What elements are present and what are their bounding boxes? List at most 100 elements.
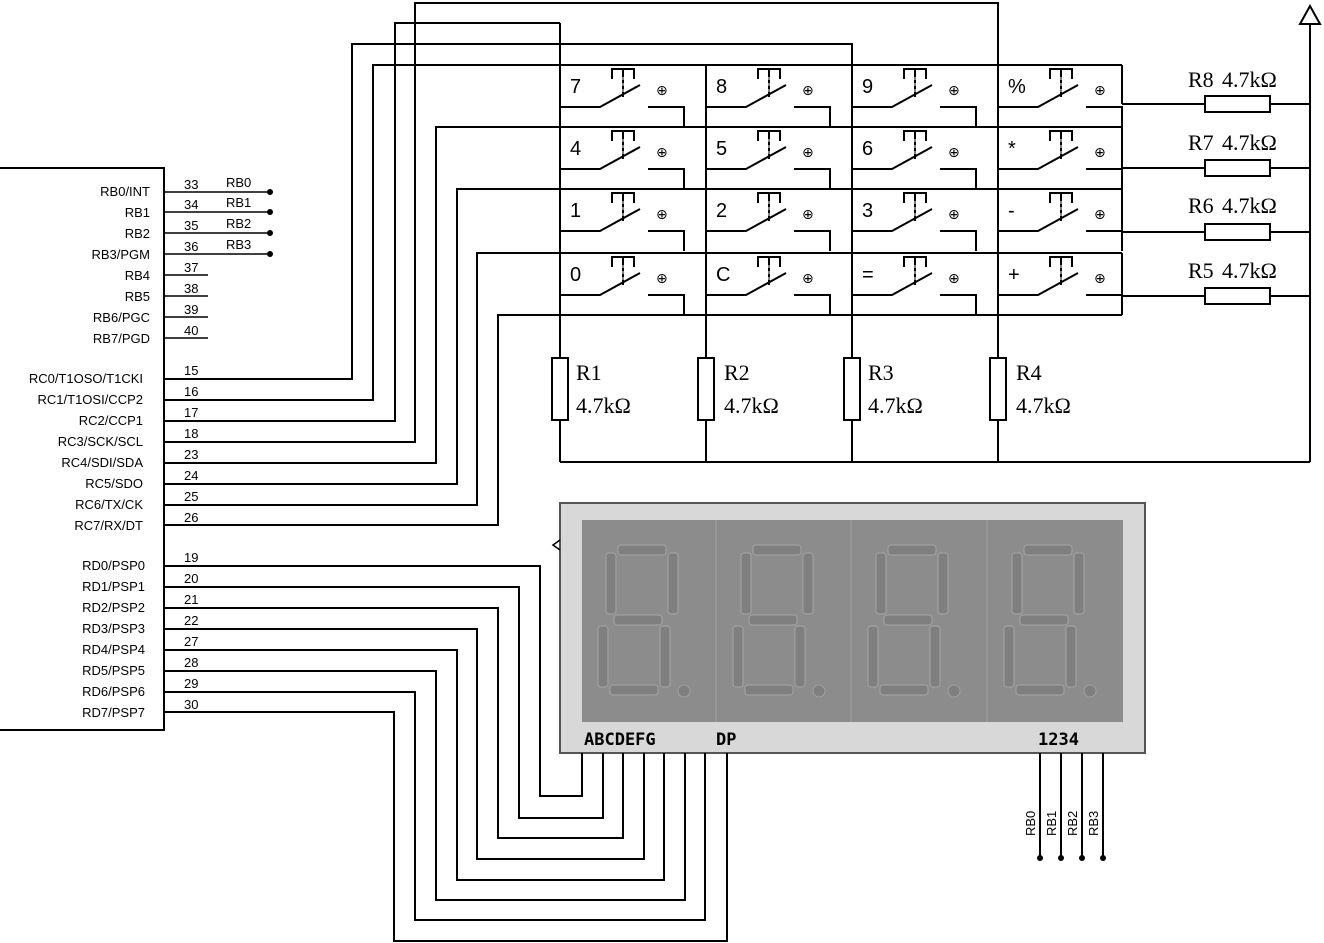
keypad-key[interactable] [706, 256, 831, 315]
net-label-rb2: RB2 [226, 216, 251, 231]
display-segment [887, 544, 937, 556]
display-segment [1011, 552, 1023, 615]
pin-label-rd6: RD6/PSP6 [82, 684, 145, 699]
resistor-r1-name: R1 [576, 360, 602, 385]
mcu-portc: RC0/T1OSO/T1CKI RC1/T1OSI/CCP2 RC2/CCP1 … [29, 363, 199, 533]
pin-number-37: 37 [184, 260, 198, 275]
keypad-key[interactable] [560, 130, 685, 189]
keypad-key[interactable] [852, 130, 977, 189]
resistor-r2-name: R2 [724, 360, 750, 385]
pin-number-35: 35 [184, 218, 198, 233]
keypad-key-label: 9 [862, 76, 873, 98]
pin-number-29: 29 [184, 676, 198, 691]
display-decimal-point [812, 684, 826, 698]
portb-pin-lines [164, 191, 270, 339]
keypad-key-label: 6 [862, 138, 873, 160]
resistor-r3 [843, 357, 861, 421]
digit-net-rb3: RB3 [1086, 811, 1101, 836]
display-decimal-point [1083, 684, 1097, 698]
switch-terminal-icon: ⊕ [802, 145, 814, 161]
pin-number-28: 28 [184, 655, 198, 670]
keypad-key-label: % [1008, 76, 1026, 98]
power-supply-icon [1298, 3, 1322, 25]
portb-net-terminals [267, 189, 273, 257]
display-digit [732, 544, 826, 698]
digit-net-rb2: RB2 [1065, 811, 1080, 836]
column-resistors: R1 4.7kΩ R2 4.7kΩ R3 4.7kΩ R4 4.7kΩ [551, 357, 1310, 463]
display-segment [732, 625, 744, 688]
pin-label-rb5: RB5 [125, 289, 150, 304]
keypad-key[interactable] [852, 192, 977, 251]
pin-number-39: 39 [184, 302, 198, 317]
display-segment [740, 552, 752, 615]
switch-terminal-icon: ⊕ [1094, 271, 1106, 287]
switch-terminal-icon: ⊕ [656, 271, 668, 287]
mcu-chip [0, 167, 165, 731]
keypad-key-label: C [716, 264, 730, 286]
keypad-key[interactable] [706, 192, 831, 251]
display-segment [867, 625, 879, 688]
digit-net-rb0: RB0 [1023, 811, 1038, 836]
pin-label-rd3: RD3/PSP3 [82, 621, 145, 636]
resistor-r6-name: R6 [1188, 193, 1214, 218]
display-segment [1003, 625, 1015, 688]
display-segment-label: ABCDEFG [584, 730, 656, 750]
pin-number-16: 16 [184, 384, 198, 399]
keypad-key[interactable] [998, 192, 1123, 251]
row-resistors: R8 4.7kΩ R7 4.7kΩ R6 4.7kΩ R5 4.7kΩ [1188, 3, 1322, 462]
pin-number-18: 18 [184, 426, 198, 441]
display-digit-label: 1234 [1038, 730, 1079, 750]
display-digit [597, 544, 691, 698]
pin-label-rd5: RD5/PSP5 [82, 663, 145, 678]
display-segment [929, 625, 941, 688]
keypad-key[interactable] [998, 130, 1123, 189]
switch-terminal-icon: ⊕ [1094, 207, 1106, 223]
display-segment [1023, 544, 1073, 556]
keypad-key[interactable] [852, 68, 977, 127]
display-digit [1003, 544, 1097, 698]
pin-number-19: 19 [184, 550, 198, 565]
resistor-r6-value: 4.7kΩ [1222, 193, 1277, 218]
net-label-rb1: RB1 [226, 195, 251, 210]
keypad-key[interactable] [706, 130, 831, 189]
keypad-key[interactable] [560, 68, 685, 127]
digit-select: RB0 RB1 RB2 RB3 [1023, 753, 1106, 861]
resistor-r3-name: R3 [868, 360, 894, 385]
keypad-key-label: 8 [716, 76, 727, 98]
resistor-r6 [1204, 223, 1271, 241]
seven-segment-display: ABCDEFG DP 1234 [551, 502, 1146, 754]
mcu-portd: RD0/PSP0 RD1/PSP1 RD2/PSP2 RD3/PSP3 RD4/… [82, 550, 198, 720]
keypad-key[interactable] [998, 68, 1123, 127]
keypad-key[interactable] [560, 192, 685, 251]
resistor-r4 [989, 357, 1007, 421]
resistor-r7-name: R7 [1188, 130, 1214, 155]
keypad-key-label: 1 [570, 200, 581, 222]
resistor-r5-name: R5 [1188, 258, 1214, 283]
switch-terminal-icon: ⊕ [948, 145, 960, 161]
keypad-key-label: - [1008, 200, 1015, 222]
keypad-key-label: 5 [716, 138, 727, 160]
switch-terminal-icon: ⊕ [948, 83, 960, 99]
pin-number-25: 25 [184, 489, 198, 504]
display-segment [883, 614, 933, 626]
pin-number-15: 15 [184, 363, 198, 378]
portc-wires [164, 2, 1122, 526]
resistor-r1 [551, 357, 569, 421]
pin-label-rb0: RB0/INT [100, 184, 150, 199]
pin-number-22: 22 [184, 613, 198, 628]
pin-number-40: 40 [184, 323, 198, 338]
keypad-key[interactable] [560, 256, 685, 315]
keypad-key[interactable] [852, 256, 977, 315]
keypad-key-label: 4 [570, 138, 581, 160]
pin-number-33: 33 [184, 177, 198, 192]
pin-number-17: 17 [184, 405, 198, 420]
switch-terminal-icon: ⊕ [802, 207, 814, 223]
keypad-key[interactable] [706, 68, 831, 127]
keypad-key-label: 3 [862, 200, 873, 222]
display-segment [875, 552, 887, 615]
keypad-key[interactable] [998, 256, 1123, 315]
pin-label-rb2: RB2 [125, 226, 150, 241]
resistor-r7-value: 4.7kΩ [1222, 130, 1277, 155]
pin-label-rd1: RD1/PSP1 [82, 579, 145, 594]
display-decimal-point [947, 684, 961, 698]
